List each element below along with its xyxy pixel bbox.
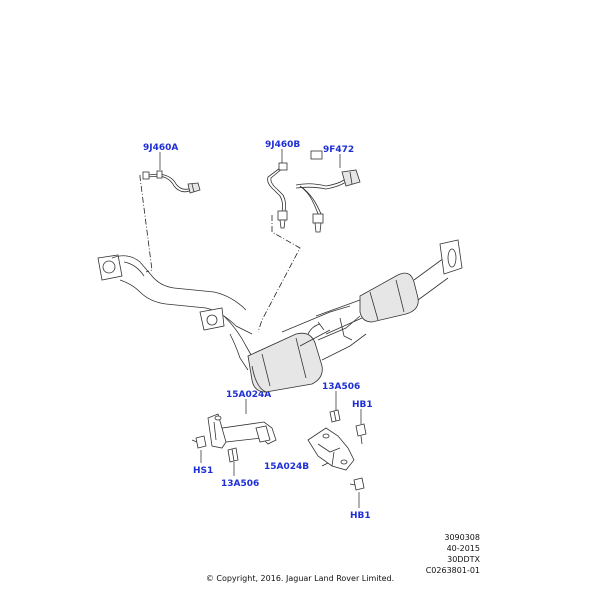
nut-13a506-bottom [227, 447, 239, 476]
callout-hb1-bottom: HB1 [350, 511, 371, 521]
callout-hb1-top: HB1 [352, 400, 373, 410]
callout-13a506-top: 13A506 [322, 382, 360, 392]
bolt-hs1 [191, 435, 207, 463]
callout-9f472: 9F472 [323, 145, 354, 155]
callout-15a024b: 15A024B [264, 462, 309, 472]
callout-15a024a: 15A024A [226, 390, 271, 400]
catalytic-converter [247, 305, 367, 393]
reference-line-1: 3090308 [444, 533, 480, 542]
oxygen-sensor-9j460b [267, 149, 288, 229]
bracket-15a024b [307, 427, 355, 471]
bolt-hb1-top [355, 409, 367, 445]
callout-13a506-bottom: 13A506 [221, 479, 259, 489]
diagram-reference-block: 3090308 40-2015 30DDTX C0263801-01 [426, 532, 480, 576]
callout-hs1: HS1 [193, 466, 213, 476]
exhaust-front-pipe [97, 254, 255, 371]
bolt-hb1-bottom [349, 477, 365, 508]
nut-13a506-top [329, 391, 341, 423]
rear-exhaust-section [315, 239, 463, 341]
oxygen-sensor-9f472 [295, 150, 361, 233]
oxygen-sensor-9j460a [142, 152, 201, 194]
bracket-15a024a [207, 399, 277, 449]
reference-line-4: C0263801-01 [425, 566, 480, 575]
reference-line-3: 30DDTX [447, 555, 480, 564]
callout-9j460b: 9J460B [265, 140, 300, 150]
copyright-notice: © Copyright, 2016. Jaguar Land Rover Lim… [205, 574, 395, 583]
reference-line-2: 40-2015 [446, 544, 480, 553]
callout-9j460a: 9J460A [143, 143, 178, 153]
